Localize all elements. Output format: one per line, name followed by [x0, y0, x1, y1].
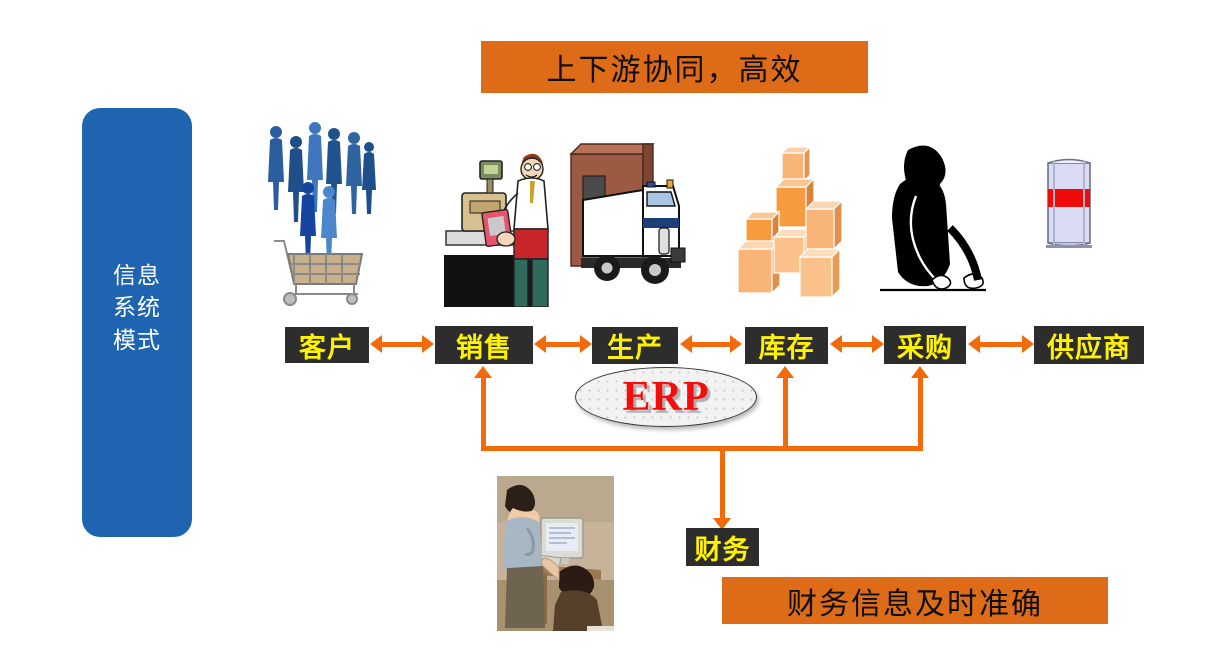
- node-customer-label: 客户: [299, 332, 355, 363]
- erp-riser-purchasing-head: [911, 366, 929, 378]
- node-production[interactable]: 生产: [592, 327, 678, 364]
- office-computer-photo: [497, 476, 614, 631]
- erp-riser-sales-head: [474, 366, 492, 378]
- arrow-inventory-purchasing-head-right: [872, 335, 884, 353]
- erp-riser-inventory: [783, 378, 788, 448]
- phone-call-person-icon: [880, 145, 986, 292]
- node-supplier[interactable]: 供应商: [1034, 326, 1144, 364]
- node-finance[interactable]: 财务: [686, 528, 759, 566]
- node-inventory[interactable]: 库存: [745, 327, 828, 364]
- arrow-production-inventory-head-left: [680, 335, 692, 353]
- arrow-inventory-purchasing: [842, 342, 872, 347]
- bottom-banner: 财务信息及时准确: [722, 577, 1108, 624]
- erp-stem-finance: [720, 446, 725, 518]
- sidebar-label: 信息 系统 模式: [113, 260, 161, 358]
- node-customer[interactable]: 客户: [285, 327, 369, 363]
- delivery-truck-icon: [569, 143, 686, 284]
- node-production-label: 生产: [607, 333, 663, 363]
- top-banner: 上下游协同，高效: [481, 41, 868, 93]
- arrow-purchasing-supplier-head-left: [968, 335, 980, 353]
- node-purchasing[interactable]: 采购: [884, 326, 966, 364]
- erp-node: ERP: [575, 367, 757, 427]
- erp-riser-sales: [481, 378, 486, 448]
- information-system-mode-bar: 信息 系统 模式: [82, 108, 192, 537]
- sidebar-label-line-1: 信息: [113, 262, 161, 289]
- node-sales[interactable]: 销售: [435, 326, 533, 364]
- arrow-purchasing-supplier-head-right: [1022, 335, 1034, 353]
- arrow-sales-production-head-right: [580, 335, 592, 353]
- arrow-customer-sales-head-right: [422, 335, 434, 353]
- cashier-icon: [444, 153, 549, 307]
- arrow-production-inventory-head-right: [730, 335, 742, 353]
- sidebar-label-line-2: 系统: [113, 295, 161, 322]
- erp-bus-line: [481, 446, 923, 451]
- node-finance-label: 财务: [694, 534, 751, 565]
- arrow-sales-production: [546, 342, 580, 347]
- node-inventory-label: 库存: [758, 333, 815, 363]
- arrow-sales-production-head-left: [534, 335, 546, 353]
- arrow-customer-sales: [382, 342, 422, 347]
- shopping-crowd-icon: [268, 122, 376, 306]
- beverage-can-icon: [1046, 158, 1092, 248]
- erp-stem-finance-head: [713, 518, 731, 530]
- erp-label: ERP: [622, 374, 710, 420]
- stacked-boxes-icon: [736, 145, 844, 299]
- node-purchasing-label: 采购: [897, 332, 953, 363]
- erp-riser-purchasing: [918, 378, 923, 448]
- arrow-customer-sales-head-left: [370, 335, 382, 353]
- sidebar-label-line-3: 模式: [113, 327, 161, 354]
- arrow-production-inventory: [692, 342, 730, 347]
- erp-riser-inventory-head: [776, 366, 794, 378]
- node-supplier-label: 供应商: [1047, 332, 1131, 363]
- arrow-purchasing-supplier: [980, 342, 1022, 347]
- node-sales-label: 销售: [456, 332, 512, 363]
- arrow-inventory-purchasing-head-left: [830, 335, 842, 353]
